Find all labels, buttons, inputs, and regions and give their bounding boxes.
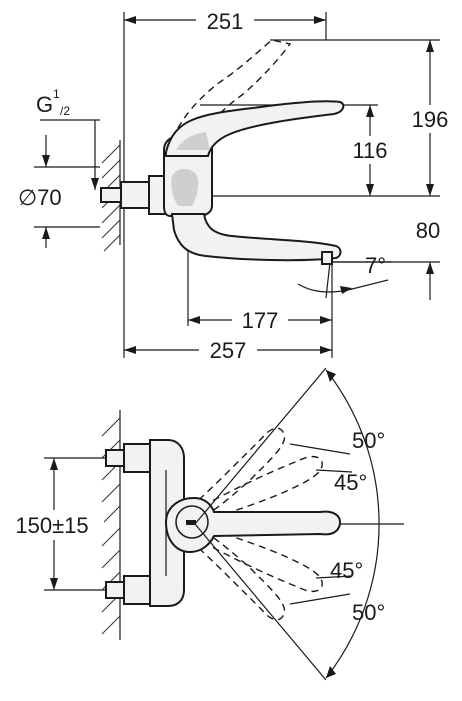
dim-thread-base: G: [36, 92, 53, 117]
dim-angle: 7°: [365, 253, 386, 278]
connector-top: [105, 449, 125, 467]
dim-diameter: ∅70: [18, 185, 62, 210]
wall-connector: [100, 175, 170, 215]
lever-handle-top: [164, 496, 342, 554]
wall-hatch-top: [101, 410, 121, 640]
dim-spout-height: 80: [416, 218, 440, 243]
dim-thread-sub: /2: [60, 104, 70, 118]
dim-spout-reach: 177: [242, 308, 279, 333]
spout: [170, 213, 342, 262]
connector-bottom: [105, 581, 125, 599]
angle-lower-inner: 45°: [330, 558, 363, 583]
side-view: 251 196 116 80 G 1 /2 ∅70: [18, 6, 458, 364]
dim-width-bottom: 257: [210, 338, 247, 363]
dim-centers: 150±15: [15, 513, 88, 538]
lever-ghost-positions: [189, 427, 323, 621]
dim-width-top: 251: [207, 9, 244, 34]
dim-height-total: 196: [412, 107, 449, 132]
spout-nozzle: [321, 251, 333, 265]
dim-height-lever: 116: [352, 138, 387, 163]
lever-handle: [165, 100, 345, 157]
rotation-arc: [325, 369, 380, 679]
angle-upper-inner: 45°: [334, 470, 367, 495]
dim-thread-sup: 1: [53, 87, 60, 101]
top-view: 150±15 50°: [4, 367, 404, 681]
thread-label: G 1 /2: [36, 87, 70, 118]
angle-lower-outer: 50°: [352, 600, 385, 625]
angle-upper-outer: 50°: [352, 428, 385, 453]
